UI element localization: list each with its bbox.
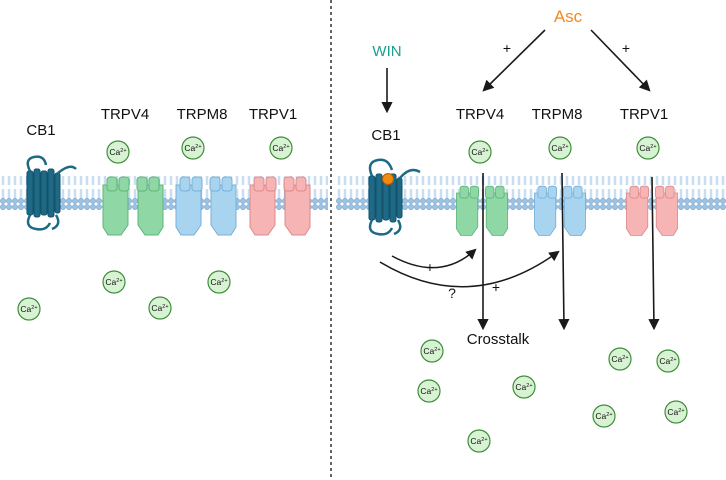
ca-ion: Ca2+ xyxy=(17,297,41,321)
ca-ion: Ca2+ xyxy=(664,400,688,424)
cb1-receptor-right xyxy=(368,158,421,236)
arrow-asc-to-trpv4 xyxy=(482,29,546,92)
ca-ion: Ca2+ xyxy=(181,136,205,160)
svg-text:Ca2+: Ca2+ xyxy=(151,303,168,313)
label-win: WIN xyxy=(372,43,401,60)
plus-sign-crosstalk-trpv4: + xyxy=(426,259,434,275)
svg-text:Ca2+: Ca2+ xyxy=(595,411,612,421)
ca-ion: Ca2+ xyxy=(608,347,632,371)
label-asc: Asc xyxy=(554,7,583,26)
crosstalk-arrow-cb1-to-trpv4 xyxy=(391,248,477,269)
svg-text:Ca2+: Ca2+ xyxy=(423,346,440,356)
plus-sign-crosstalk-trpm8: + xyxy=(492,279,500,295)
arrow-asc-to-trpv1 xyxy=(590,29,651,92)
ca-influx-arrow-trpv1 xyxy=(648,176,660,331)
svg-text:Ca2+: Ca2+ xyxy=(639,143,656,153)
label-trpv4-left: TRPV4 xyxy=(101,106,149,123)
ca-ion: Ca2+ xyxy=(512,375,536,399)
svg-text:Ca2+: Ca2+ xyxy=(20,304,37,314)
svg-text:Ca2+: Ca2+ xyxy=(471,147,488,157)
svg-text:Ca2+: Ca2+ xyxy=(109,147,126,157)
cb1-receptor-left xyxy=(26,155,77,231)
ca-ion: Ca2+ xyxy=(106,140,130,164)
plus-sign-asc-trpv4: + xyxy=(503,40,511,56)
label-trpm8-right: TRPM8 xyxy=(532,106,583,123)
svg-text:Ca2+: Ca2+ xyxy=(420,386,437,396)
ca-influx-arrow-trpm8 xyxy=(558,172,570,331)
label-cb1-right: CB1 xyxy=(371,127,400,144)
plus-sign-asc-trpv1: + xyxy=(622,40,630,56)
ca-ion: Ca2+ xyxy=(467,429,491,453)
svg-text:Ca2+: Ca2+ xyxy=(551,143,568,153)
question-mark-crosstalk: ? xyxy=(448,285,456,301)
label-trpm8-left: TRPM8 xyxy=(177,106,228,123)
ca-ion: Ca2+ xyxy=(420,339,444,363)
svg-text:Ca2+: Ca2+ xyxy=(470,436,487,446)
label-trpv1-right: TRPV1 xyxy=(620,106,668,123)
label-trpv1-left: TRPV1 xyxy=(249,106,297,123)
ca-ion: Ca2+ xyxy=(592,404,616,428)
label-cb1-left: CB1 xyxy=(26,122,55,139)
agonist-bound-dot xyxy=(382,173,394,185)
svg-text:Ca2+: Ca2+ xyxy=(272,143,289,153)
ca-ion: Ca2+ xyxy=(269,136,293,160)
svg-text:Ca2+: Ca2+ xyxy=(184,143,201,153)
crosstalk-arrow-cb1-to-trpm8 xyxy=(379,250,560,288)
ca-ion: Ca2+ xyxy=(656,349,680,373)
svg-text:Ca2+: Ca2+ xyxy=(515,382,532,392)
ca-ion: Ca2+ xyxy=(636,136,660,160)
ca-ion: Ca2+ xyxy=(148,296,172,320)
svg-text:Ca2+: Ca2+ xyxy=(667,407,684,417)
svg-text:Ca2+: Ca2+ xyxy=(659,356,676,366)
ca-ion: Ca2+ xyxy=(468,140,492,164)
svg-text:Ca2+: Ca2+ xyxy=(611,354,628,364)
label-trpv4-right: TRPV4 xyxy=(456,106,504,123)
ca-ion: Ca2+ xyxy=(102,270,126,294)
svg-text:Ca2+: Ca2+ xyxy=(210,277,227,287)
ca-ion: Ca2+ xyxy=(207,270,231,294)
ca-ion: Ca2+ xyxy=(548,136,572,160)
ca-ion: Ca2+ xyxy=(417,379,441,403)
label-crosstalk: Crosstalk xyxy=(467,331,530,348)
svg-text:Ca2+: Ca2+ xyxy=(105,277,122,287)
